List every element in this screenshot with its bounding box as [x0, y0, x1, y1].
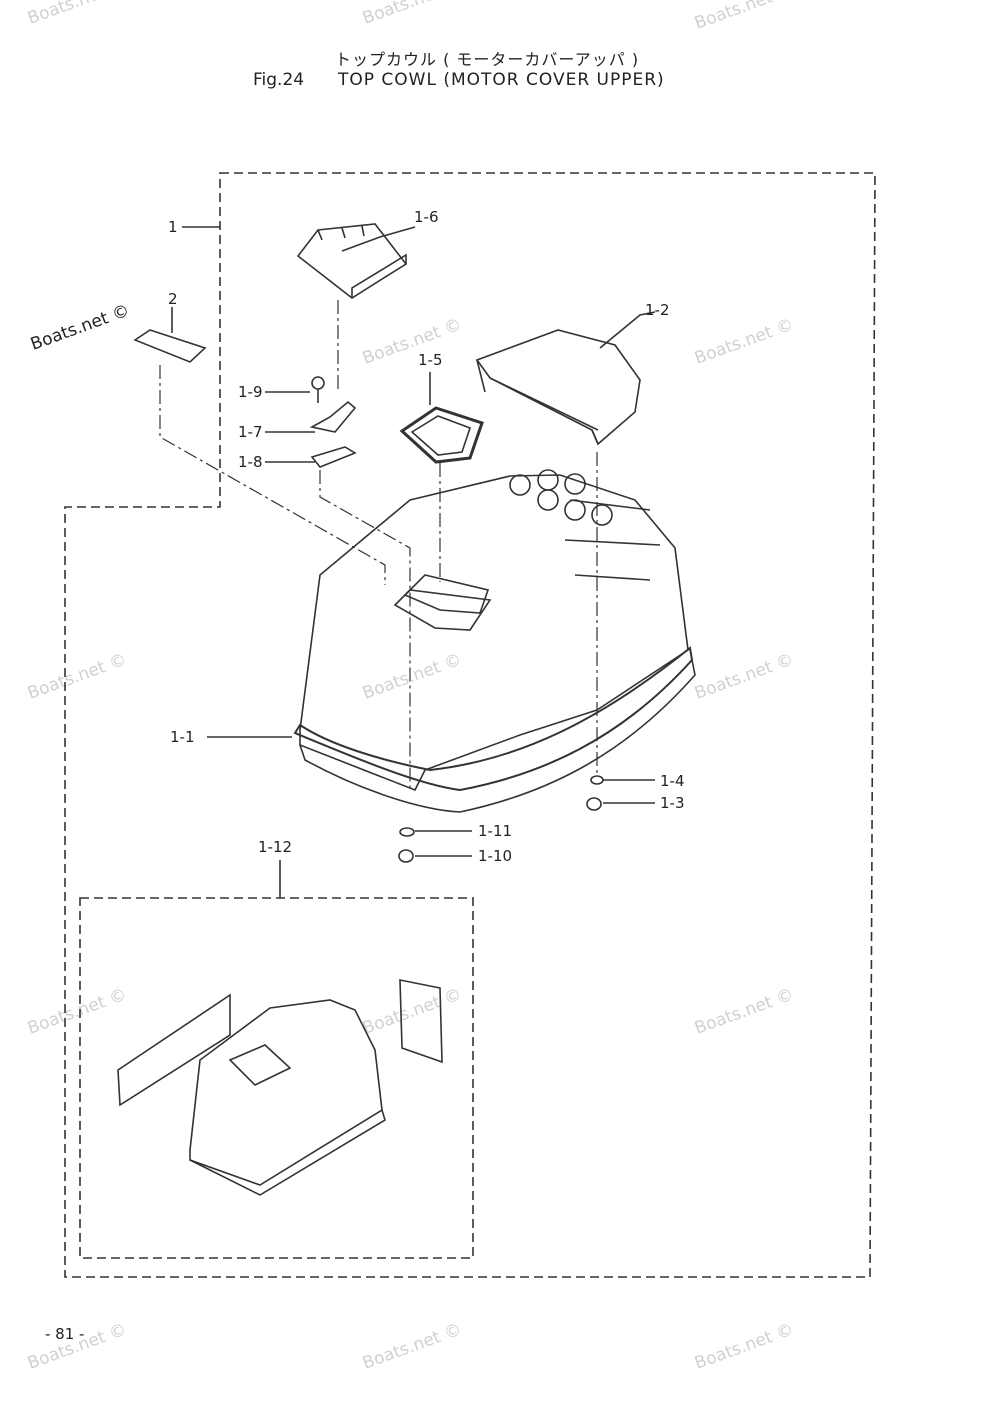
callout-1-6: 1-6: [414, 208, 439, 226]
callout-1: 1: [168, 218, 178, 236]
callout-1-1: 1-1: [170, 728, 195, 746]
part-decal-right: [399, 979, 443, 1064]
callout-1-9: 1-9: [238, 383, 263, 401]
callout-1-4: 1-4: [660, 772, 685, 790]
callout-1-8: 1-8: [238, 453, 263, 471]
assembly-boundary: [64, 172, 876, 1278]
part-lid: [296, 223, 408, 299]
part-label-sticker: [133, 329, 207, 363]
callout-1-11: 1-11: [478, 822, 512, 840]
part-decal-left: [117, 993, 231, 1107]
part-main-cowl: [299, 474, 689, 792]
figure-title-japanese: トップカウル ( モーターカバーアッパ ): [335, 50, 640, 69]
callout-1-7: 1-7: [238, 423, 263, 441]
callout-1-2: 1-2: [645, 301, 670, 319]
figure-title-english: TOP COWL (MOTOR COVER UPPER): [338, 70, 665, 90]
part-cover: [475, 329, 641, 446]
decal-kit-boundary: [79, 897, 474, 1259]
callout-1-3: 1-3: [660, 794, 685, 812]
page-number: - 81 -: [45, 1325, 85, 1343]
figure-number: Fig.24: [253, 70, 305, 90]
callout-1-12: 1-12: [258, 838, 292, 856]
callout-1-10: 1-10: [478, 847, 512, 865]
part-grommet: [399, 406, 484, 464]
callout-2: 2: [168, 290, 178, 308]
part-mini-cowl: [189, 999, 383, 1186]
callout-1-5: 1-5: [418, 351, 443, 369]
